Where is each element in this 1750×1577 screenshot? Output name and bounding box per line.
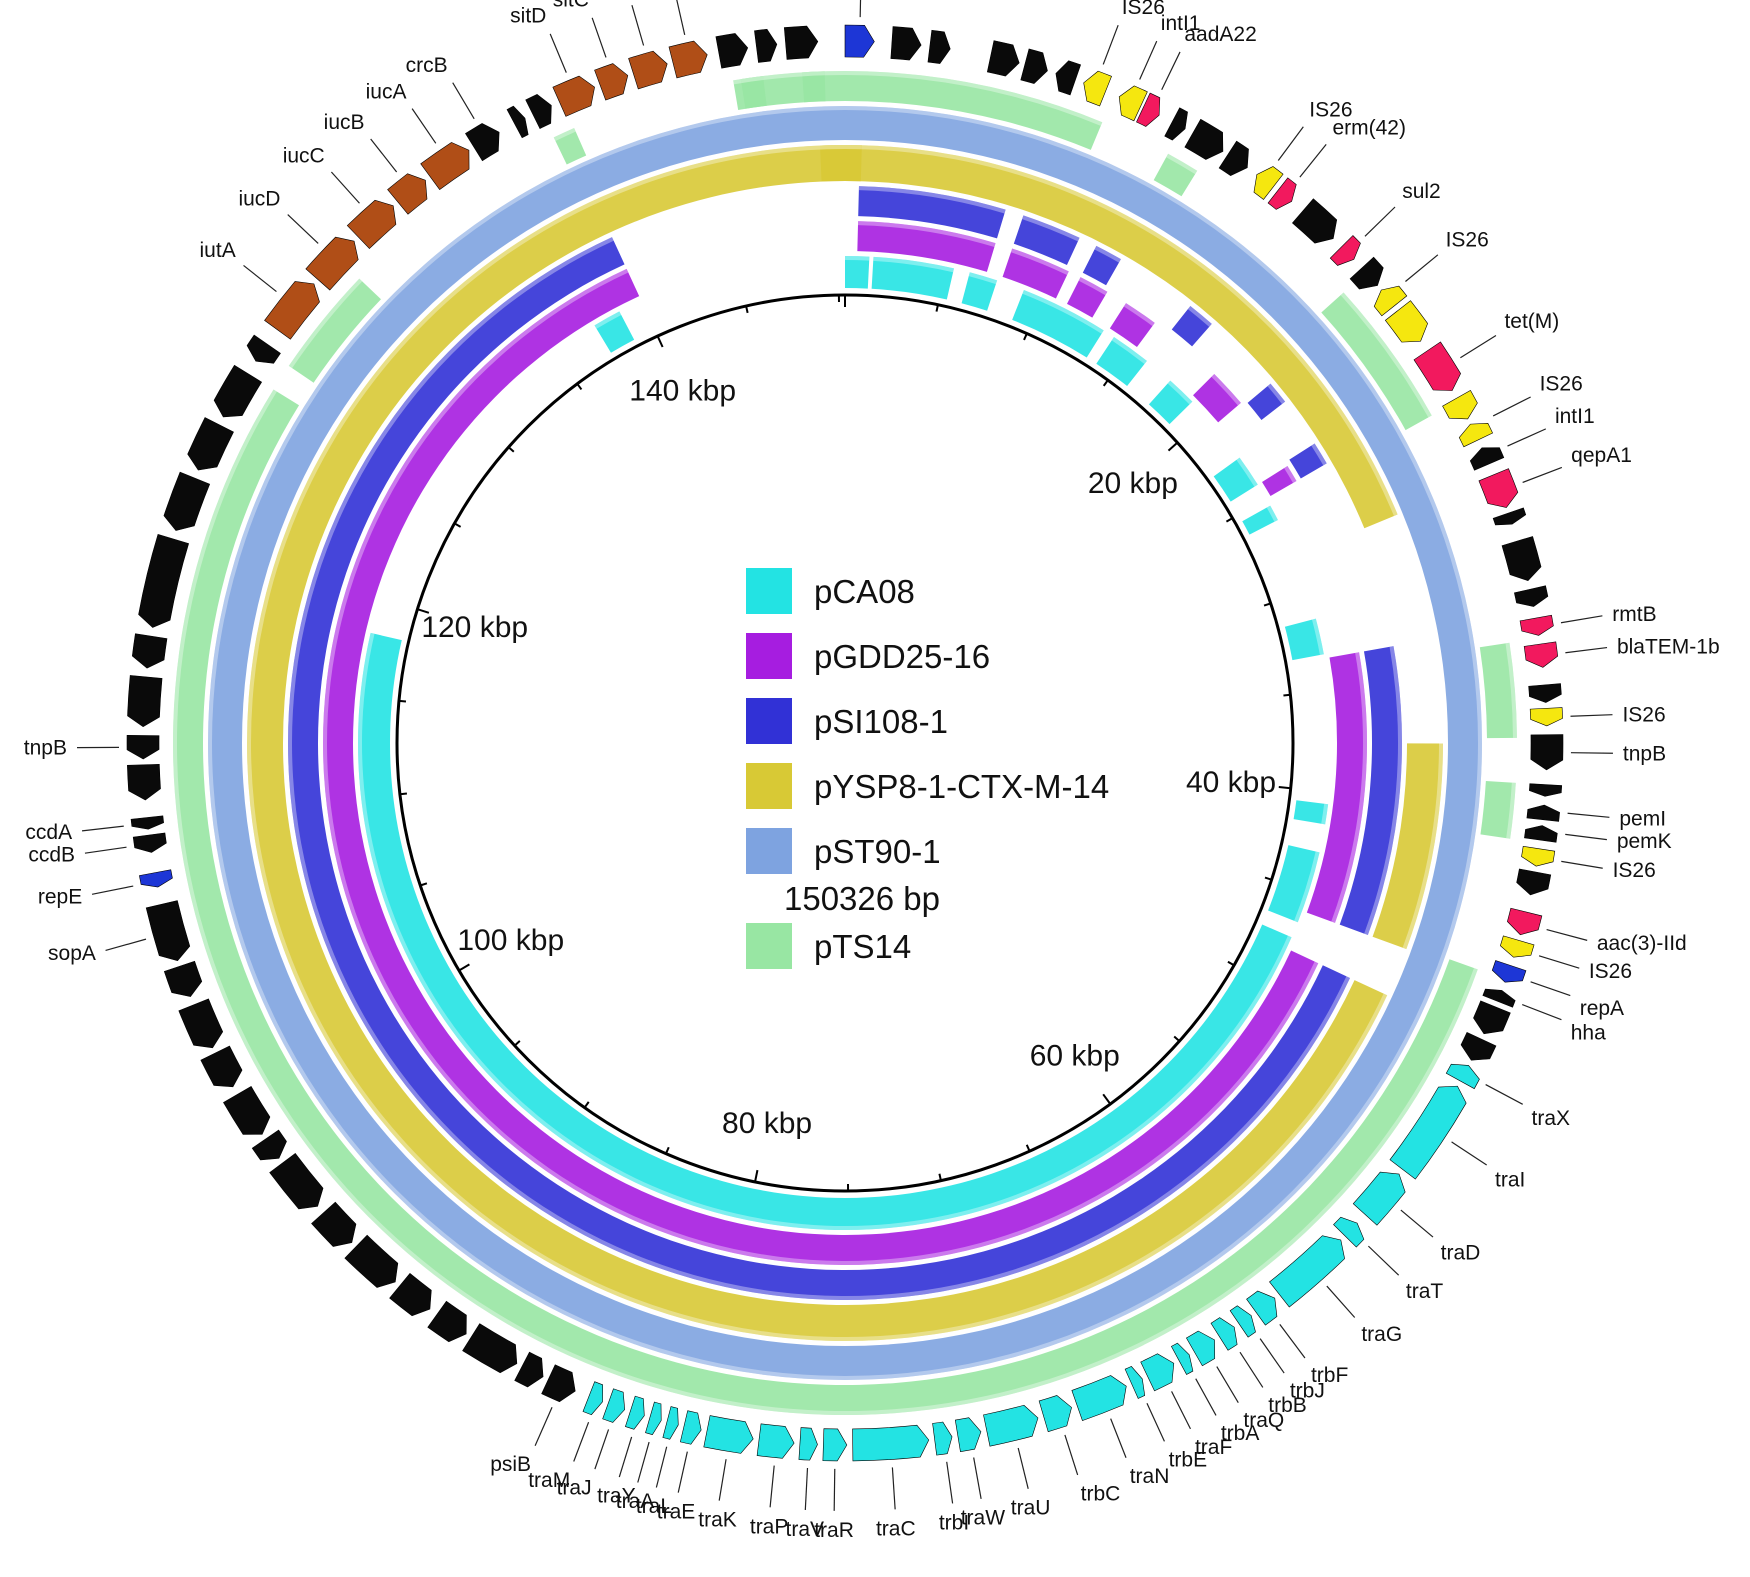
gene-label-trbi: trbI (939, 1511, 969, 1534)
ring-highlight (845, 256, 869, 261)
gene-label-iuca: iucA (366, 80, 407, 103)
reference-length: 150326 bp (784, 880, 940, 917)
gene-label-tran: traN (1130, 1465, 1170, 1488)
gene-label-trau: traU (1011, 1497, 1051, 1520)
gene-label-trag: traG (1361, 1323, 1402, 1346)
legend-label-pts14: pTS14 (814, 928, 911, 965)
gene-label-trat: traT (1406, 1280, 1444, 1303)
legend-label-pca08: pCA08 (814, 573, 915, 610)
minor-tick (399, 701, 406, 702)
minor-tick (936, 305, 937, 312)
scale-label: 80 kbp (722, 1107, 812, 1140)
gene-label-tnpb: tnpB (24, 737, 67, 760)
scale-label: 60 kbp (1030, 1040, 1120, 1073)
scale-label: 20 kbp (1088, 467, 1178, 500)
scale-label: 140 kbp (629, 375, 736, 408)
legend-swatch-pst90-1 (746, 828, 792, 874)
major-tick (1279, 787, 1291, 788)
scale-label: 40 kbp (1186, 766, 1276, 799)
gene-arrow-trac (853, 1425, 929, 1461)
gene-label-aada22: aadA22 (1184, 23, 1256, 46)
minor-tick (1283, 695, 1290, 696)
gene-label-repe: repE (38, 885, 82, 908)
gene-label-sul2: sul2 (1402, 180, 1441, 203)
gene-label-tram: traM (528, 1469, 570, 1492)
legend-swatch-pca08 (746, 568, 792, 614)
gene-label-sitc: sitC (553, 0, 589, 11)
legend-swatch-psi108-1 (746, 698, 792, 744)
gene-label-psib: psiB (490, 1453, 531, 1476)
leader-line-tnpb (1571, 753, 1613, 754)
gene-label-is26: IS26 (1122, 0, 1165, 19)
gene-label-trac: traC (876, 1517, 916, 1540)
legend-label-pst90-1: pST90-1 (814, 833, 941, 870)
gene-label-ccdb: ccdB (28, 844, 75, 867)
gene-label-trav: traV (786, 1518, 825, 1541)
leader-line-trar (834, 1469, 835, 1511)
gene-label-iucd: iucD (238, 188, 280, 211)
minor-tick (400, 793, 407, 794)
gene-label-pemi: pemI (1619, 807, 1666, 830)
gene-label-is26: IS26 (1613, 859, 1656, 882)
gene-label-crcb: crcB (406, 54, 448, 77)
gene-label-is26: IS26 (1540, 372, 1583, 395)
gene-label-trap: traP (750, 1515, 789, 1538)
gene-label-trbe: trbE (1169, 1449, 1208, 1472)
gene-label-trax: traX (1532, 1107, 1571, 1130)
legend-swatch-pts14 (746, 923, 792, 969)
gene-label-is26: IS26 (1622, 703, 1665, 726)
gene-label-is26: IS26 (1589, 960, 1632, 983)
gene-label-tnpb: tnpB (1623, 742, 1666, 765)
gene-label-trak: traK (698, 1508, 737, 1531)
legend-label-pysp8-1-ctx-m-14: pYSP8-1-CTX-M-14 (814, 768, 1109, 805)
gene-label-ccda: ccdA (25, 821, 72, 844)
gene-label-trad: traD (1441, 1241, 1481, 1264)
legend-swatch-pgdd25-16 (746, 633, 792, 679)
gene-label-iucb: iucB (324, 111, 365, 134)
gene-label-tray: traY (597, 1485, 636, 1508)
gene-label-repa: repA (1580, 997, 1624, 1020)
scale-label: 100 kbp (457, 924, 564, 957)
gene-label-rmtb: rmtB (1612, 603, 1656, 626)
legend-label-psi108-1: pSI108-1 (814, 703, 948, 740)
gene-label-hha: hha (1571, 1021, 1606, 1044)
gene-label-erm-42: erm(42) (1332, 117, 1406, 140)
gene-label-inti1: intI1 (1555, 405, 1595, 428)
gene-label-pemk: pemK (1617, 830, 1672, 853)
gene-label-iuta: iutA (200, 239, 236, 262)
gene-label-aac-3-iid: aac(3)-IId (1597, 932, 1687, 955)
gene-label-blatem-1b: blaTEM-1b (1617, 635, 1720, 658)
gene-label-sopa: sopA (48, 942, 96, 965)
gene-label-iucc: iucC (283, 145, 325, 168)
gene-label-is26: IS26 (1446, 228, 1489, 251)
scale-label: 120 kbp (421, 611, 528, 644)
gene-label-qepa1: qepA1 (1571, 444, 1632, 467)
ring-segment-pca08 (845, 256, 869, 289)
gene-label-trai: traI (1495, 1169, 1525, 1192)
legend-label-pgdd25-16: pGDD25-16 (814, 638, 990, 675)
gene-label-tet-m: tet(M) (1504, 310, 1559, 333)
gene-label-sitd: sitD (510, 5, 546, 28)
gene-label-trbc: trbC (1081, 1482, 1121, 1505)
legend-swatch-pysp8-1-ctx-m-14 (746, 763, 792, 809)
